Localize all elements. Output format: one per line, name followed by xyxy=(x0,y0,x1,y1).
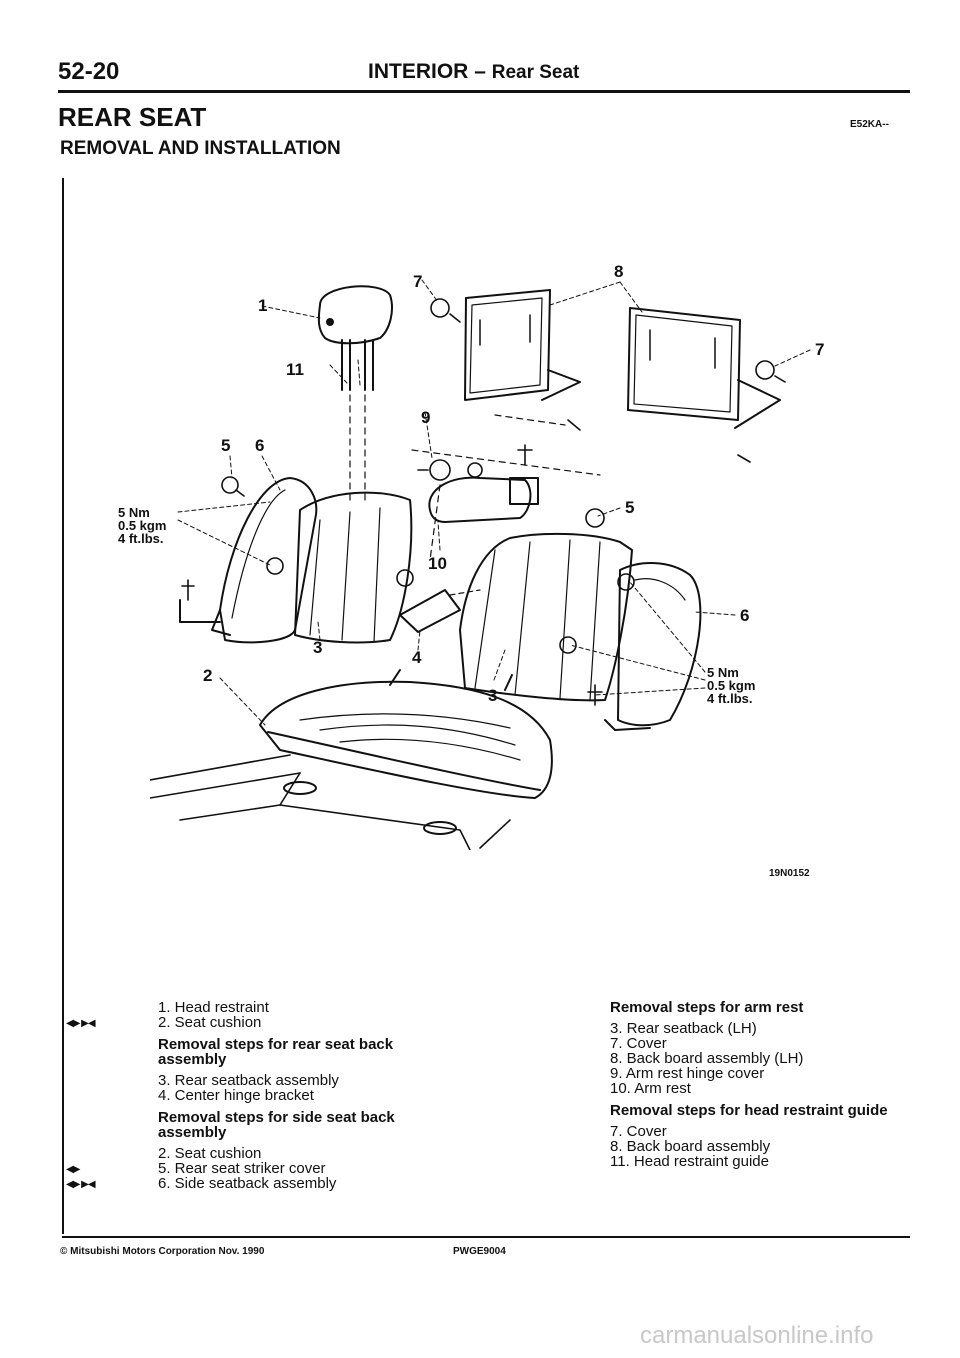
service-point-marks: ◀▶ ▶◀ xyxy=(66,1179,96,1190)
callout-8: 8 xyxy=(614,262,624,281)
hinge-bracket-shape xyxy=(399,589,481,633)
list-item: 3. Rear seatback (LH) xyxy=(610,1020,757,1037)
list-item: 3. Rear seatback assembly xyxy=(158,1072,339,1089)
footer-code: PWGE9004 xyxy=(453,1246,506,1257)
rear-seat-exploded-diagram xyxy=(150,279,811,850)
list-item: 7. Cover xyxy=(610,1035,667,1052)
back-board-lh-shape xyxy=(464,289,581,426)
back-board-rh-shape xyxy=(627,307,781,429)
callout-7a: 7 xyxy=(413,272,423,291)
floor-lines xyxy=(150,754,511,850)
callout-4: 4 xyxy=(412,648,422,667)
steps-heading: Removal steps for head restraint guide xyxy=(610,1102,888,1119)
list-item: ◀▶ 5. Rear seat striker cover xyxy=(66,1160,458,1177)
callout-9: 9 xyxy=(421,408,431,427)
callout-11: 11 xyxy=(286,360,304,379)
list-item: ◀▶ ▶◀ 6. Side seatback assembly xyxy=(66,1175,458,1192)
steps-left-column: 1. Head restraint ◀▶ ▶◀ 2. Seat cushion … xyxy=(66,999,458,1192)
torque-spec-left: 5 Nm 0.5 kgm 4 ft.lbs. xyxy=(118,505,167,546)
callout-3a: 3 xyxy=(313,638,323,657)
figure-code: 19N0152 xyxy=(769,868,810,879)
steps-right-column: Removal steps for arm rest 3. Rear seatb… xyxy=(610,1000,910,1169)
fasteners xyxy=(181,298,786,706)
steps-heading: Removal steps for arm rest xyxy=(610,999,804,1016)
list-item-label: 5. Rear seat striker cover xyxy=(158,1160,326,1177)
callout-1: 1 xyxy=(258,296,268,315)
steps-heading: Removal steps for side seat back assembl… xyxy=(158,1109,395,1141)
page-number: 52-20 xyxy=(58,58,120,85)
callout-7b: 7 xyxy=(815,340,825,359)
watermark: carmanualsonline.info xyxy=(640,1322,874,1349)
list-item: 7. Cover xyxy=(610,1123,667,1140)
callout-6b: 6 xyxy=(740,606,750,625)
list-item: 8. Back board assembly (LH) xyxy=(610,1050,804,1067)
section-subtitle: REMOVAL AND INSTALLATION xyxy=(60,138,341,159)
arm-rest-shape xyxy=(411,449,601,561)
footer-rule xyxy=(62,1236,910,1238)
center-seatback-shape xyxy=(294,389,413,644)
service-point-marks: ◀▶ ▶◀ xyxy=(66,1018,96,1029)
torque-spec-right: 5 Nm 0.5 kgm 4 ft.lbs. xyxy=(707,665,756,706)
header-separator: – xyxy=(474,60,486,83)
header-subsection: Rear Seat xyxy=(491,62,580,83)
callout-3b: 3 xyxy=(488,686,498,705)
left-margin-rule xyxy=(62,178,64,1234)
footer-copyright: © Mitsubishi Motors Corporation Nov. 199… xyxy=(60,1246,265,1257)
head-restraint-shape xyxy=(317,285,393,391)
steps-heading: Removal steps for rear seat back assembl… xyxy=(158,1036,394,1068)
list-item: 11. Head restraint guide xyxy=(610,1153,769,1170)
header-title: INTERIOR – Rear Seat xyxy=(368,60,579,84)
callout-10: 10 xyxy=(428,554,447,573)
list-item: ◀▶ ▶◀ 2. Seat cushion xyxy=(66,1014,458,1031)
list-item: 9. Arm rest hinge cover xyxy=(610,1065,765,1082)
callout-5a: 5 xyxy=(221,436,231,455)
header-rule xyxy=(58,90,910,93)
list-item: 8. Back board assembly xyxy=(610,1138,771,1155)
leader-lines xyxy=(177,279,811,726)
callout-6a: 6 xyxy=(255,436,265,455)
right-side-seatback-shape xyxy=(604,562,702,731)
list-item-label: 2. Seat cushion xyxy=(158,1014,262,1031)
seat-cushion-shape xyxy=(259,669,553,835)
list-item: 10. Arm rest xyxy=(610,1080,691,1097)
list-item: 1. Head restraint xyxy=(158,999,269,1016)
section-title: REAR SEAT xyxy=(58,102,207,132)
header-section: INTERIOR xyxy=(368,60,469,83)
callout-5b: 5 xyxy=(625,498,635,517)
service-point-marks: ◀▶ xyxy=(66,1164,80,1175)
section-code: E52KA-- xyxy=(850,119,889,130)
callout-2: 2 xyxy=(203,666,213,685)
left-side-seatback-shape xyxy=(179,477,318,644)
right-seatback-assembly-shape xyxy=(459,532,633,702)
list-item: 4. Center hinge bracket xyxy=(158,1087,314,1104)
list-item-label: 6. Side seatback assembly xyxy=(158,1175,337,1192)
list-item: 2. Seat cushion xyxy=(158,1145,262,1162)
